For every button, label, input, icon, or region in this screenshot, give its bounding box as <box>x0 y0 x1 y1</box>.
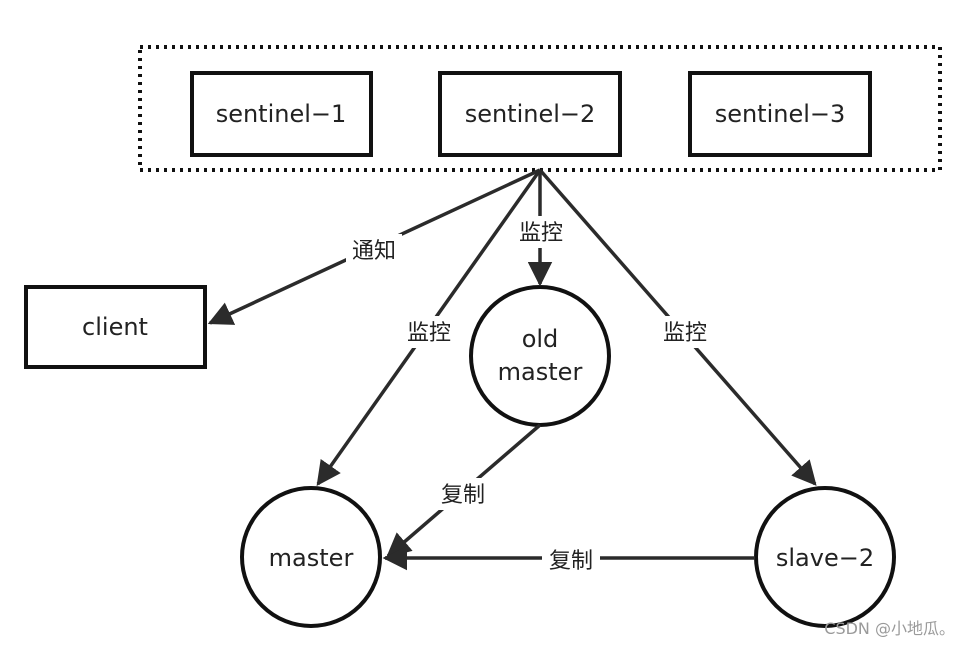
sentinel-2-node: sentinel−2 <box>438 71 622 157</box>
monitor-slave-label: 监控 <box>663 321 707 346</box>
sentinel-1-label: sentinel−1 <box>216 100 347 128</box>
sentinel-1-node: sentinel−1 <box>190 71 373 157</box>
monitor-old-master-label-group: 监控 <box>512 216 570 248</box>
monitor-master-label: 监控 <box>407 321 451 346</box>
master-node: master <box>240 486 382 628</box>
sentinel-2-label: sentinel−2 <box>465 100 596 128</box>
monitor-master-label-group: 监控 <box>400 316 458 348</box>
slave-2-node: slave−2 <box>754 486 896 628</box>
monitor-slave-label-group: 监控 <box>656 316 714 348</box>
notify-label-group: 通知 <box>346 234 402 266</box>
old-master-node: old master <box>469 285 611 427</box>
replicate-slave-label-group: 复制 <box>542 544 600 576</box>
replicate-old-master-label-group: 复制 <box>434 478 492 510</box>
client-node: client <box>24 285 207 369</box>
slave-2-label: slave−2 <box>776 544 874 572</box>
sentinel-3-node: sentinel−3 <box>688 71 872 157</box>
sentinel-3-label: sentinel−3 <box>715 100 846 128</box>
old-master-label-line1: old <box>522 325 559 353</box>
replicate-slave-label: 复制 <box>549 549 593 574</box>
watermark-text: CSDN @小地瓜。 <box>824 619 955 638</box>
client-label: client <box>82 313 148 341</box>
master-label: master <box>269 544 354 572</box>
replicate-old-master-label: 复制 <box>441 483 485 508</box>
old-master-label-line2: master <box>498 358 583 386</box>
notify-label: 通知 <box>352 239 396 264</box>
monitor-old-master-label: 监控 <box>519 221 563 246</box>
